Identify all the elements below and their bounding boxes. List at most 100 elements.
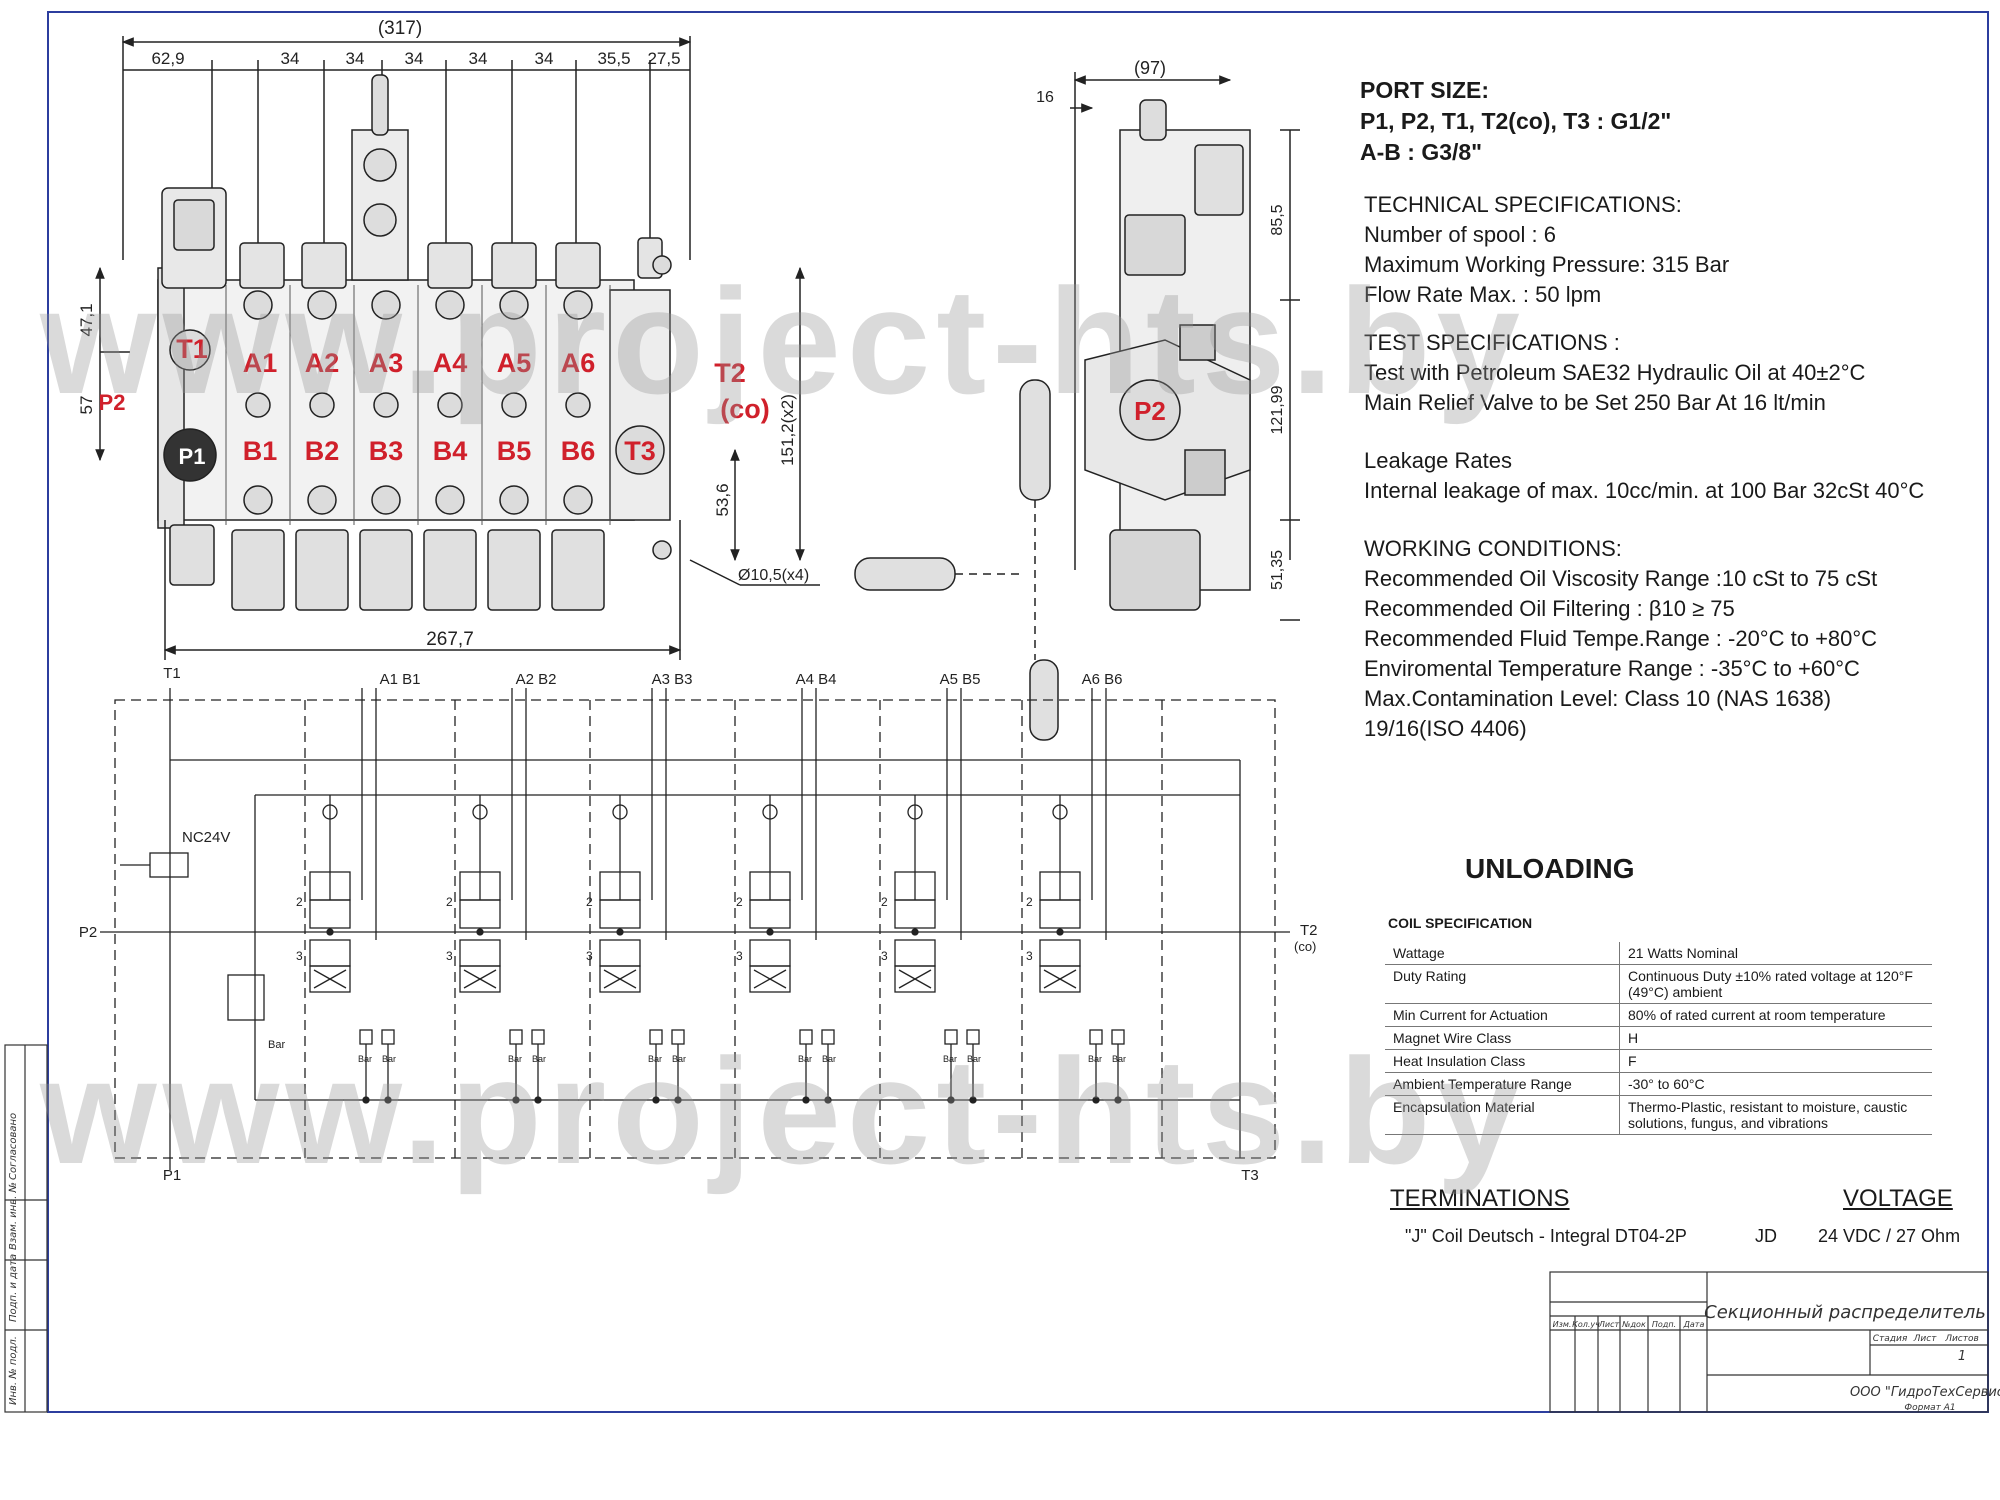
tb-sheet-count: 1 [1958,1349,1966,1364]
coil-row: Ambient Temperature Range-30° to 60°C [1385,1072,1932,1096]
work-viscosity: Recommended Oil Viscosity Range :10 cSt … [1364,566,1878,591]
port-label-b3: B3 [369,436,404,466]
dim-right-2: 53,6 [713,483,732,516]
coil-row-value: F [1619,1049,1932,1073]
port-size-line1: P1, P2, T1, T2(co), T3 : G1/2" [1360,108,1672,134]
work-contam: Max.Contamination Level: Class 10 (NAS 1… [1364,686,1832,711]
side-view [854,72,1300,741]
title-block [4,1044,1989,1413]
sch-t2-co: (co) [1294,939,1316,954]
coil-row-key: Heat Insulation Class [1385,1049,1620,1073]
dim-top-8: 27,5 [647,49,680,68]
tech-flow: Flow Rate Max. : 50 lpm [1364,282,1602,307]
sch-bar: Bar [268,1039,285,1051]
side-dim-2: 121,99 [1269,385,1286,434]
dim-top-5: 34 [469,49,488,68]
port-label-b6: B6 [561,436,596,466]
work-filter: Recommended Oil Filtering : β10 ≥ 75 [1364,596,1735,621]
work-iso: 19/16(ISO 4406) [1364,716,1527,741]
side-dims: (97) 16 85,5 121,99 51,35 [1036,58,1286,590]
tech-title: TECHNICAL SPECIFICATIONS: [1364,192,1682,217]
port-label-a4: A4 [433,348,468,378]
port-label-t3: T3 [624,436,656,466]
side-dim-top: (97) [1134,58,1166,78]
test-oil: Test with Petroleum SAE32 Hydraulic Oil … [1364,360,1866,385]
section-bar-label: Bar [1112,1054,1126,1064]
terminations-title: TERMINATIONS [1390,1185,1570,1212]
front-dims: (317) 62,9 34 34 34 34 34 35,5 27,5 47,1… [77,18,809,650]
section-port-3: 3 [586,949,593,963]
leak-title: Leakage Rates [1364,448,1512,473]
unloading-title: UNLOADING [1465,853,1635,884]
termination-code: JD [1755,1226,1777,1246]
section-port-3: 3 [296,949,303,963]
tb-col-5: Подп. [1652,1320,1676,1329]
schematic-labels: T1 P1 P2 T2 (co) T3 NC24V Bar A1 B1 A2 B… [79,665,1318,1184]
port-label-a1: A1 [243,348,278,378]
tb-col-6: Дата [1683,1320,1705,1329]
tb-side-4: Инв. № подл. [8,1336,19,1405]
section-bar-label: Bar [943,1054,957,1064]
section-port-2: 2 [736,895,743,909]
port-size-block: PORT SIZE: P1, P2, T1, T2(co), T3 : G1/2… [1360,75,1980,168]
sch-sec-5: A5 B5 [940,671,981,688]
coil-row-key: Wattage [1385,942,1620,965]
tb-company: ООО "ГидроТехСервис" [1850,1385,2000,1400]
coil-row-key: Duty Rating [1385,964,1620,1004]
section-bar-label: Bar [382,1054,396,1064]
section-port-2: 2 [1026,895,1033,909]
tb-stage-1: Стадия [1873,1334,1908,1344]
side-dim-1: 85,5 [1269,204,1286,235]
sch-t1: T1 [163,665,181,682]
port-label-t2: T2 [714,358,746,388]
dim-bottom: 267,7 [426,629,474,650]
tech-spec-block: TECHNICAL SPECIFICATIONS: Number of spoo… [1364,190,1994,744]
leak-text: Internal leakage of max. 10cc/min. at 10… [1364,478,1925,503]
tb-side-3: Подп. и дата [8,1254,19,1322]
test-title: TEST SPECIFICATIONS : [1364,330,1620,355]
port-label-b1: B1 [243,436,278,466]
dim-top-1: 62,9 [151,49,184,68]
coil-row-value: 21 Watts Nominal [1619,942,1932,965]
section-bar-label: Bar [648,1054,662,1064]
section-bar-label: Bar [1088,1054,1102,1064]
tb-col-2: Кол.уч [1572,1320,1600,1329]
dim-top-4: 34 [405,49,424,68]
coil-spec-title: COIL SPECIFICATION [1388,915,1533,931]
section-port-3: 3 [736,949,743,963]
section-bar-label: Bar [967,1054,981,1064]
section-bar-label: Bar [798,1054,812,1064]
section-port-3: 3 [1026,949,1033,963]
test-relief: Main Relief Valve to be Set 250 Bar At 1… [1364,390,1826,415]
dim-right-1: 151,2(x2) [778,394,797,466]
sch-t2: T2 [1300,922,1318,939]
coil-row-key: Magnet Wire Class [1385,1026,1620,1050]
dim-top-7: 35,5 [597,49,630,68]
section-bar-label: Bar [532,1054,546,1064]
section-port-2: 2 [296,895,303,909]
sch-p2: P2 [79,924,97,941]
coil-row-value: -30° to 60°C [1619,1072,1932,1096]
dim-top-3: 34 [346,49,365,68]
section-port-3: 3 [446,949,453,963]
side-port-p2: P2 [1134,396,1166,426]
sch-sec-1: A1 B1 [380,671,421,688]
section-port-3: 3 [881,949,888,963]
port-label-b2: B2 [305,436,340,466]
side-dim-16: 16 [1036,89,1054,106]
tb-col-4: №док [1621,1320,1646,1329]
side-dim-3: 51,35 [1269,550,1286,590]
section-bar-label: Bar [508,1054,522,1064]
work-title: WORKING CONDITIONS: [1364,536,1622,561]
port-size-title: PORT SIZE: [1360,77,1490,103]
